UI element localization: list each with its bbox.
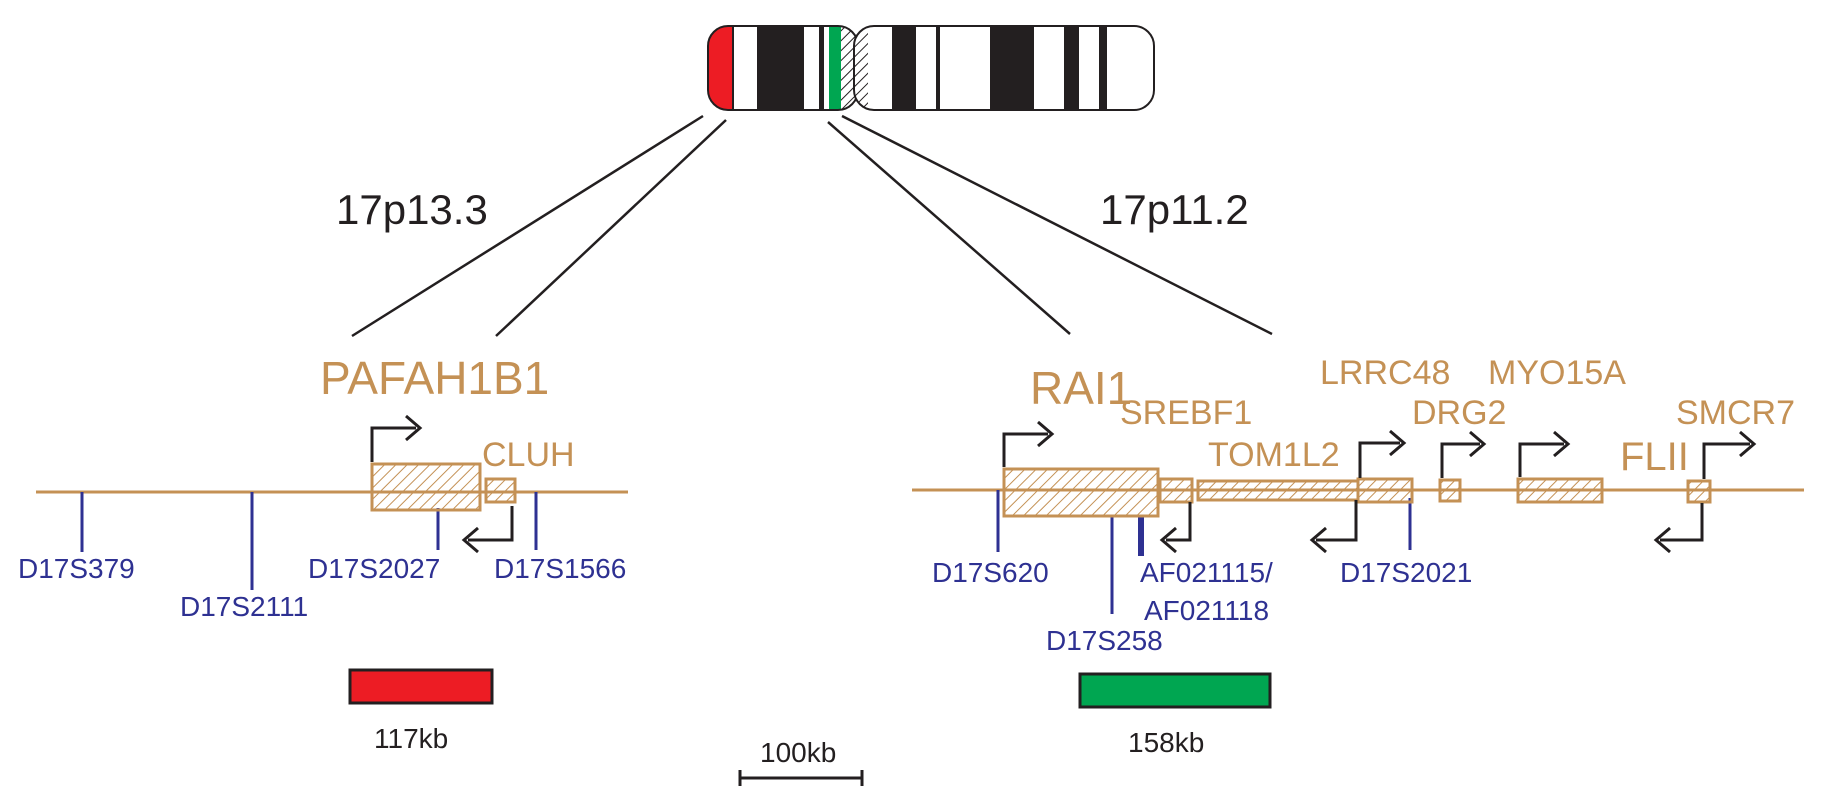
scale-bar-label: 100kb	[760, 737, 836, 768]
band-label-17p13-3: 17p13.3	[336, 186, 488, 233]
zoom-lines	[351, 114, 1273, 338]
arrow-drg2	[1440, 442, 1480, 478]
gene-label-lrrc48: LRRC48	[1320, 354, 1450, 392]
gene-label-drg2: DRG2	[1412, 394, 1506, 432]
arrow-smcr7	[1702, 442, 1750, 479]
gene-box-drg2	[1438, 478, 1462, 503]
arrow-rai1	[1002, 432, 1048, 467]
marker-label-af021115: AF021115/	[1140, 557, 1273, 588]
transcription-arrows-right	[1002, 420, 1757, 554]
gene-box-tom1l2	[1196, 479, 1360, 502]
arrow-cluh	[468, 506, 514, 542]
arrow-tom1l2	[1316, 500, 1358, 542]
marker-label-d17s379: D17S379	[18, 553, 135, 584]
gene-box-myo15a	[1516, 477, 1604, 504]
gene-label-flii: FLII	[1620, 435, 1689, 479]
marker-label-d17s258: D17S258	[1046, 625, 1163, 656]
chromosome-17-ideogram	[707, 25, 1155, 111]
arrow-myo15a	[1518, 442, 1564, 477]
gene-box-rai1	[1002, 467, 1160, 518]
marker-line-af021115	[1138, 516, 1144, 556]
red-highlight-band	[708, 26, 732, 110]
gene-label-smcr7: SMCR7	[1676, 394, 1795, 432]
q-arm	[854, 26, 1154, 110]
marker-label-d17s2027: D17S2027	[308, 553, 440, 584]
marker-label-d17s1566: D17S1566	[494, 553, 626, 584]
gene-box-lrrc48	[1356, 477, 1414, 504]
gene-box-cluh	[484, 477, 517, 504]
green-highlight-band	[829, 26, 841, 110]
gene-label-cluh: CLUH	[482, 436, 575, 474]
deletion-region-red	[348, 668, 494, 705]
arrow-pafah1b1	[370, 426, 416, 462]
arrow-flii	[1660, 503, 1704, 542]
marker-label-d17s620: D17S620	[932, 557, 1049, 588]
gene-box-srebf1	[1158, 477, 1194, 504]
transcription-arrows-left	[370, 414, 514, 554]
region-size-red: 117kb	[374, 723, 448, 754]
p-arm	[708, 26, 858, 110]
marker-label-d17s2111: D17S2111	[180, 591, 308, 622]
left-locus: PAFAH1B1 CLUH D17S379 D17S2111 D17S2027 …	[18, 352, 628, 754]
deletion-region-green	[1078, 672, 1272, 709]
marker-label-af021118: AF021118	[1144, 595, 1269, 626]
band-label-17p11-2: 17p11.2	[1100, 186, 1249, 233]
gene-label-rai1: RAI1	[1030, 362, 1132, 414]
region-size-green: 158kb	[1128, 727, 1204, 758]
gene-label-srebf1: SREBF1	[1120, 394, 1252, 432]
right-locus: RAI1 SREBF1 TOM1L2 LRRC48 DRG2 MYO15A FL…	[912, 354, 1804, 758]
scale-bar: 100kb	[738, 737, 864, 786]
arrow-srebf1	[1166, 502, 1192, 542]
gene-box-flii	[1686, 479, 1712, 504]
gene-label-myo15a: MYO15A	[1488, 354, 1626, 392]
gene-box-pafah1b1	[370, 462, 482, 512]
marker-label-d17s2021: D17S2021	[1340, 557, 1472, 588]
arrow-lrrc48	[1358, 441, 1400, 478]
gene-label-tom1l2: TOM1L2	[1208, 436, 1340, 474]
gene-label-pafah1b1: PAFAH1B1	[320, 352, 549, 404]
